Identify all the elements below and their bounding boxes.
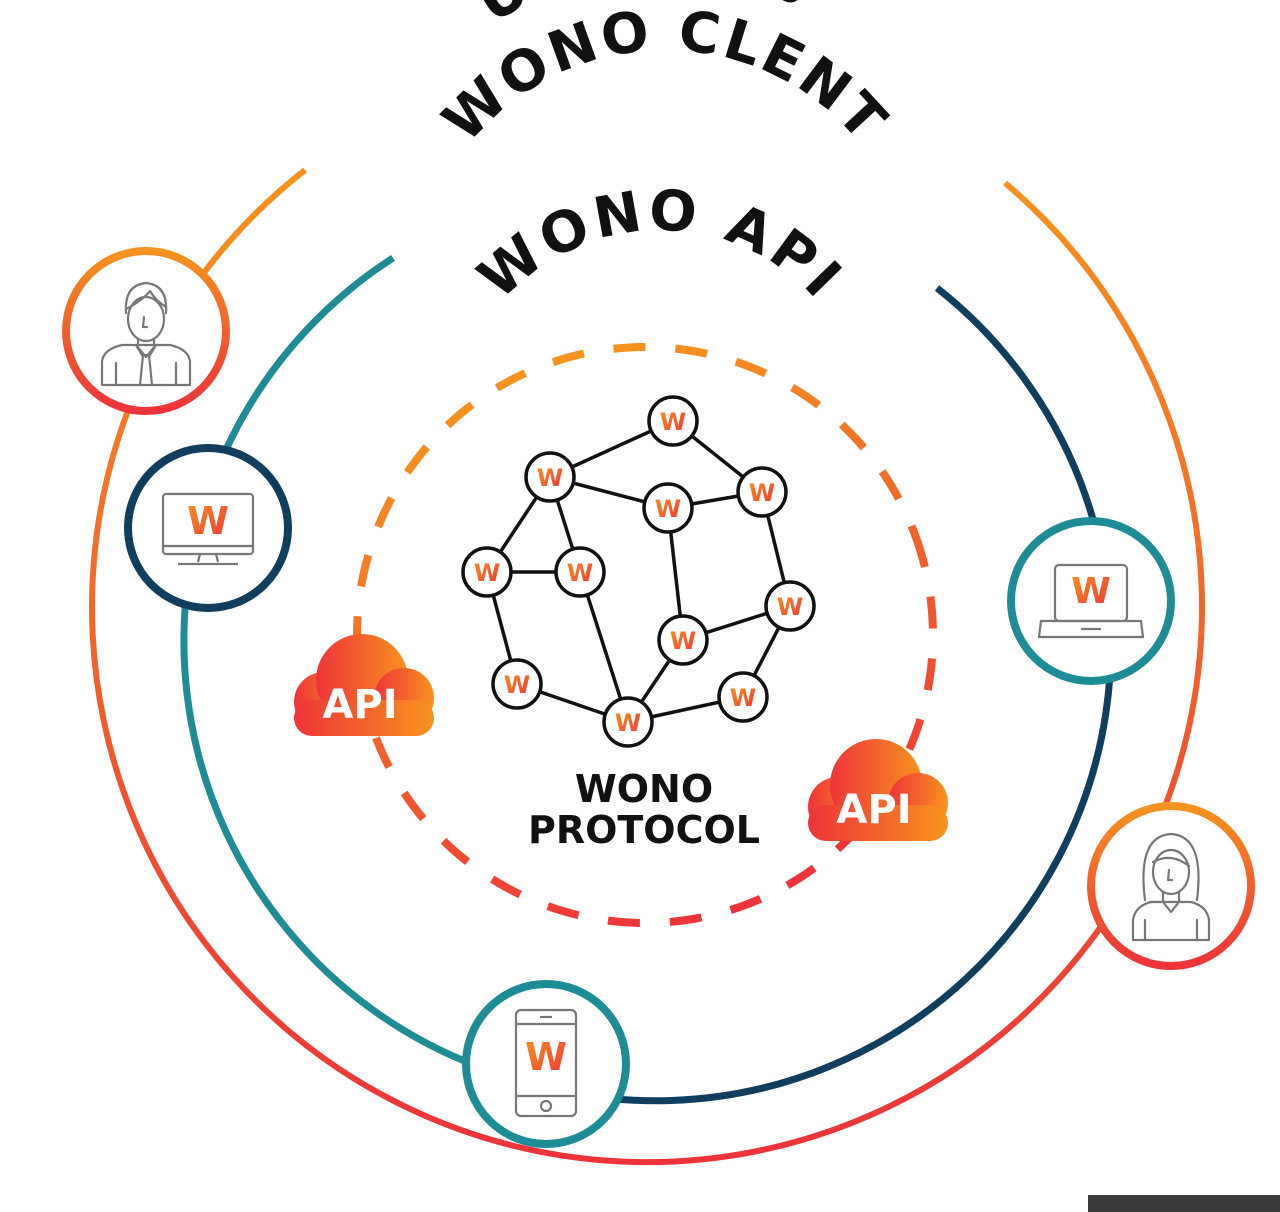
wono-logo: W <box>1071 571 1111 612</box>
wono-api-title: WONO API <box>466 178 856 312</box>
api-cloud-right: API <box>808 739 948 841</box>
outer-users-ring <box>89 167 1205 1166</box>
network-node: W <box>524 451 576 503</box>
wono-logo: W <box>187 499 229 543</box>
network-node: W <box>647 395 699 447</box>
network-node: W <box>602 696 654 748</box>
cloud-icon <box>294 634 434 736</box>
user-node-man <box>62 247 230 415</box>
network-node: W <box>554 546 606 598</box>
network-node: W <box>642 482 694 534</box>
api-label: API <box>836 787 911 833</box>
user-node-woman <box>1087 802 1255 970</box>
laptop-icon <box>1037 563 1145 639</box>
corner-overlay-bar <box>1088 1195 1280 1212</box>
svg-text:W: W <box>749 479 775 507</box>
svg-text:W: W <box>660 408 686 436</box>
man-user-icon <box>100 281 192 387</box>
network-node: W <box>764 580 816 632</box>
smartphone-icon <box>514 1008 578 1118</box>
protocol-label-line1: WONO <box>575 767 713 811</box>
desktop-monitor-icon <box>161 492 255 566</box>
client-node-monitor: W <box>124 444 292 612</box>
client-node-laptop: W <box>1007 517 1175 685</box>
network-node: W <box>736 466 788 518</box>
client-ring <box>180 255 1115 1105</box>
cloud-icon <box>808 739 948 841</box>
protocol-label-line2: PROTOCOL <box>528 808 760 852</box>
wono-logo: W <box>525 1035 567 1079</box>
svg-text:W: W <box>567 559 593 587</box>
network-node: W <box>717 671 769 723</box>
svg-text:W: W <box>615 709 641 737</box>
svg-text:W: W <box>730 684 756 712</box>
api-cloud-left: API <box>294 634 434 736</box>
api-label: API <box>322 682 397 728</box>
network-node: W <box>461 546 513 598</box>
svg-text:W: W <box>777 593 803 621</box>
svg-text:W: W <box>655 495 681 523</box>
protocol-network-nodes: W W W W W W W W <box>461 395 816 748</box>
api-dashed-ring <box>353 343 937 927</box>
svg-text:W: W <box>504 671 530 699</box>
woman-user-icon <box>1131 832 1211 942</box>
svg-text:W: W <box>537 464 563 492</box>
svg-text:W: W <box>474 559 500 587</box>
network-node: W <box>491 658 543 710</box>
network-node: W <box>657 614 709 666</box>
client-node-phone: W <box>462 980 630 1148</box>
svg-text:W: W <box>670 627 696 655</box>
